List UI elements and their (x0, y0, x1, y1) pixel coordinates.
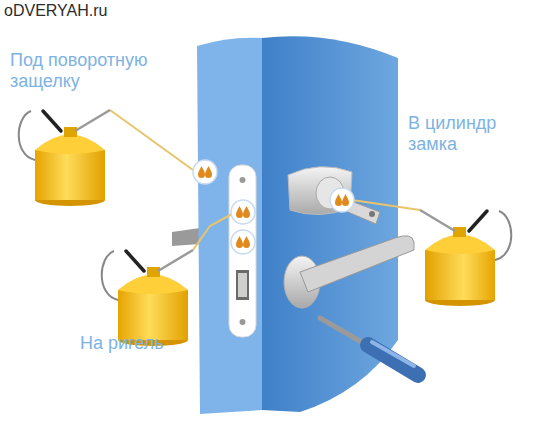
door-edge (197, 38, 262, 414)
oil-point-circle (231, 230, 255, 254)
screwdriver-handle (368, 345, 418, 375)
oil-can-lever (126, 251, 144, 271)
oil-drop (342, 194, 349, 206)
oil-point (330, 188, 354, 212)
watermark: oDVERYAH.ru (4, 2, 164, 20)
oil-drop (243, 236, 250, 248)
leader-line (193, 214, 232, 250)
oil-can-neck (147, 267, 160, 277)
screw (240, 177, 246, 183)
oil-can-spout (75, 110, 110, 131)
oil-can-neck (453, 227, 466, 237)
callout-label: На ригель (80, 333, 220, 354)
callout-label: В цилиндр замка (408, 113, 518, 154)
oil-can-dome (118, 275, 188, 295)
leader-line (352, 200, 420, 210)
oil-drop (205, 166, 212, 178)
oil-can-handle (495, 211, 511, 260)
oil-can-handle (102, 251, 118, 300)
oil-drop (236, 206, 243, 218)
oil-point (231, 230, 255, 254)
screw (240, 319, 246, 325)
oil-drop (198, 166, 205, 178)
oil-point-circle (231, 200, 255, 224)
oil-can (420, 210, 511, 306)
oil-can-spout (420, 210, 455, 231)
oil-can-dome (35, 135, 105, 155)
oil-drop (236, 236, 243, 248)
leader-line (110, 110, 193, 170)
oil-can-dome (425, 235, 495, 255)
oil-can-body (118, 290, 188, 340)
oil-can-body (35, 150, 105, 200)
oil-can-spout (158, 250, 193, 271)
lock-faceplate (229, 165, 256, 337)
back-handle (172, 228, 200, 246)
oil-point-circle (193, 160, 217, 184)
oil-can (19, 110, 110, 206)
bolt (238, 273, 247, 297)
oil-can (102, 250, 193, 346)
screwdriver-highlight (372, 342, 414, 366)
oil-drop (243, 206, 250, 218)
oil-point-circle (330, 188, 354, 212)
door-handle (300, 236, 414, 292)
oil-can-lever (43, 111, 61, 131)
oil-can-handle (19, 111, 35, 160)
oil-can-lever (469, 211, 487, 231)
oil-can-neck (64, 127, 77, 137)
oil-point (231, 200, 255, 224)
bolt-hole (236, 270, 249, 300)
thumb-turn-hole (369, 211, 375, 217)
callout-label: Под поворотную защелку (10, 50, 185, 91)
oil-point (193, 160, 217, 184)
oil-drop (335, 194, 342, 206)
oil-can-body (425, 250, 495, 300)
